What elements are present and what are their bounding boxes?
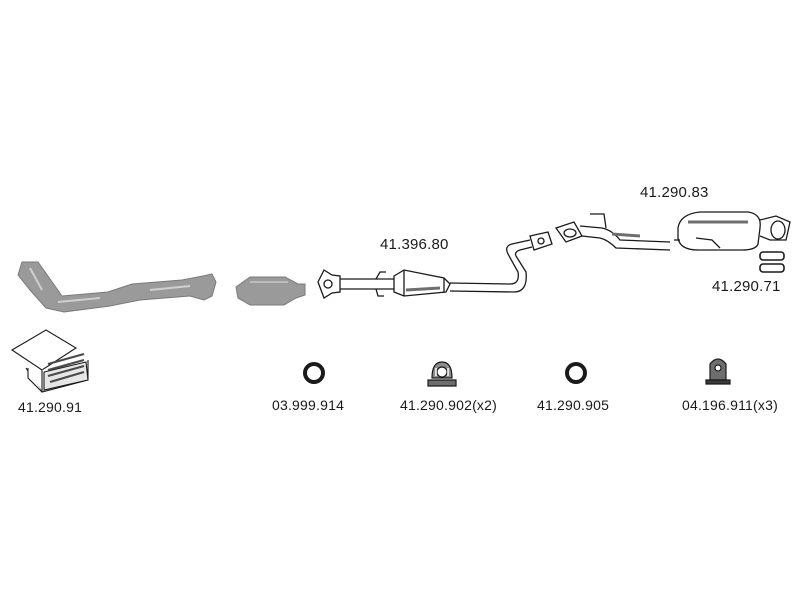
part-number-rubber-hanger-b: 04.196.911(x3) [682, 397, 778, 413]
gasket-pair-icon [759, 251, 785, 273]
mounting-kit-box-icon [10, 329, 89, 393]
ring-gasket-icon [303, 362, 325, 384]
part-number-rear-gaskets: 41.290.71 [712, 278, 781, 295]
rear-silencer-icon [554, 211, 791, 251]
part-number-middle-pipe: 41.396.80 [380, 236, 449, 253]
part-number-rubber-hanger-a: 41.290.902(x2) [400, 397, 497, 413]
rubber-hanger-icon [427, 361, 457, 387]
middle-silencer-pipe-icon [317, 231, 553, 299]
part-number-ring-gasket-b: 41.290.905 [537, 397, 610, 413]
part-number-rear-silencer: 41.290.83 [640, 184, 709, 201]
part-number-ring-gasket-a: 03.999.914 [272, 397, 345, 413]
rubber-mount-icon [705, 358, 731, 385]
part-number-mounting-kit: 41.290.91 [18, 399, 83, 415]
catalytic-converter-icon [235, 276, 306, 306]
front-pipe-icon [17, 261, 217, 313]
ring-gasket-icon [565, 362, 587, 384]
